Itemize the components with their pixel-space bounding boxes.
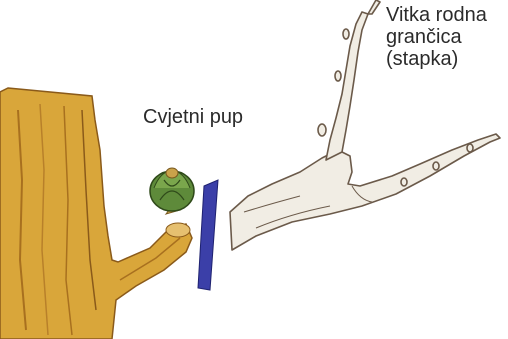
twig-label-line-3: (stapka) — [386, 48, 487, 70]
cut-line — [198, 180, 218, 290]
twig-label-line-1: Vitka rodna — [386, 4, 487, 26]
twig-label: Vitka rodna grančica (stapka) — [386, 4, 487, 70]
flower-bud-label: Cvjetni pup — [143, 106, 243, 128]
twig-label-line-2: grančica — [386, 26, 487, 48]
flower-bud — [150, 168, 194, 214]
